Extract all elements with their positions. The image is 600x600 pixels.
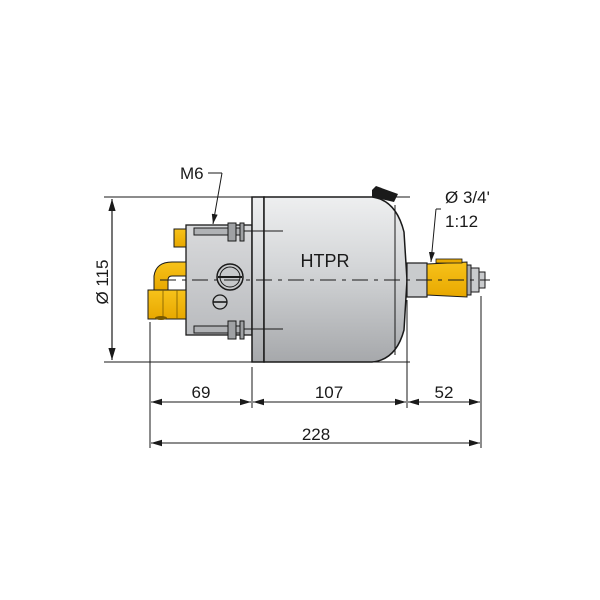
valve-block <box>185 222 253 340</box>
pump-body: HTPR <box>244 186 428 363</box>
fill-plug-icon <box>173 228 187 248</box>
thread-callout: M6 <box>180 164 223 225</box>
length-dimensions: 69 107 52 228 <box>151 383 480 447</box>
dim-body-label: 107 <box>315 383 343 402</box>
dim-total-label: 228 <box>302 425 330 444</box>
shaft-diameter-label: Ø 3/4' <box>445 188 490 207</box>
elbow-fitting-icon <box>153 261 187 291</box>
extension-lines <box>149 296 482 448</box>
hydraulic-fittings <box>147 228 187 320</box>
cap-tab-icon <box>372 186 398 202</box>
product-label: HTPR <box>301 251 350 271</box>
thread-label: M6 <box>180 164 204 183</box>
dim-shaft-label: 52 <box>435 383 454 402</box>
shaft-callout: Ø 3/4' 1:12 <box>428 188 490 263</box>
diameter-label: Ø 115 <box>93 259 112 304</box>
output-shaft <box>426 258 486 298</box>
shaft-taper-label: 1:12 <box>445 212 478 231</box>
dim-rear-label: 69 <box>192 383 211 402</box>
